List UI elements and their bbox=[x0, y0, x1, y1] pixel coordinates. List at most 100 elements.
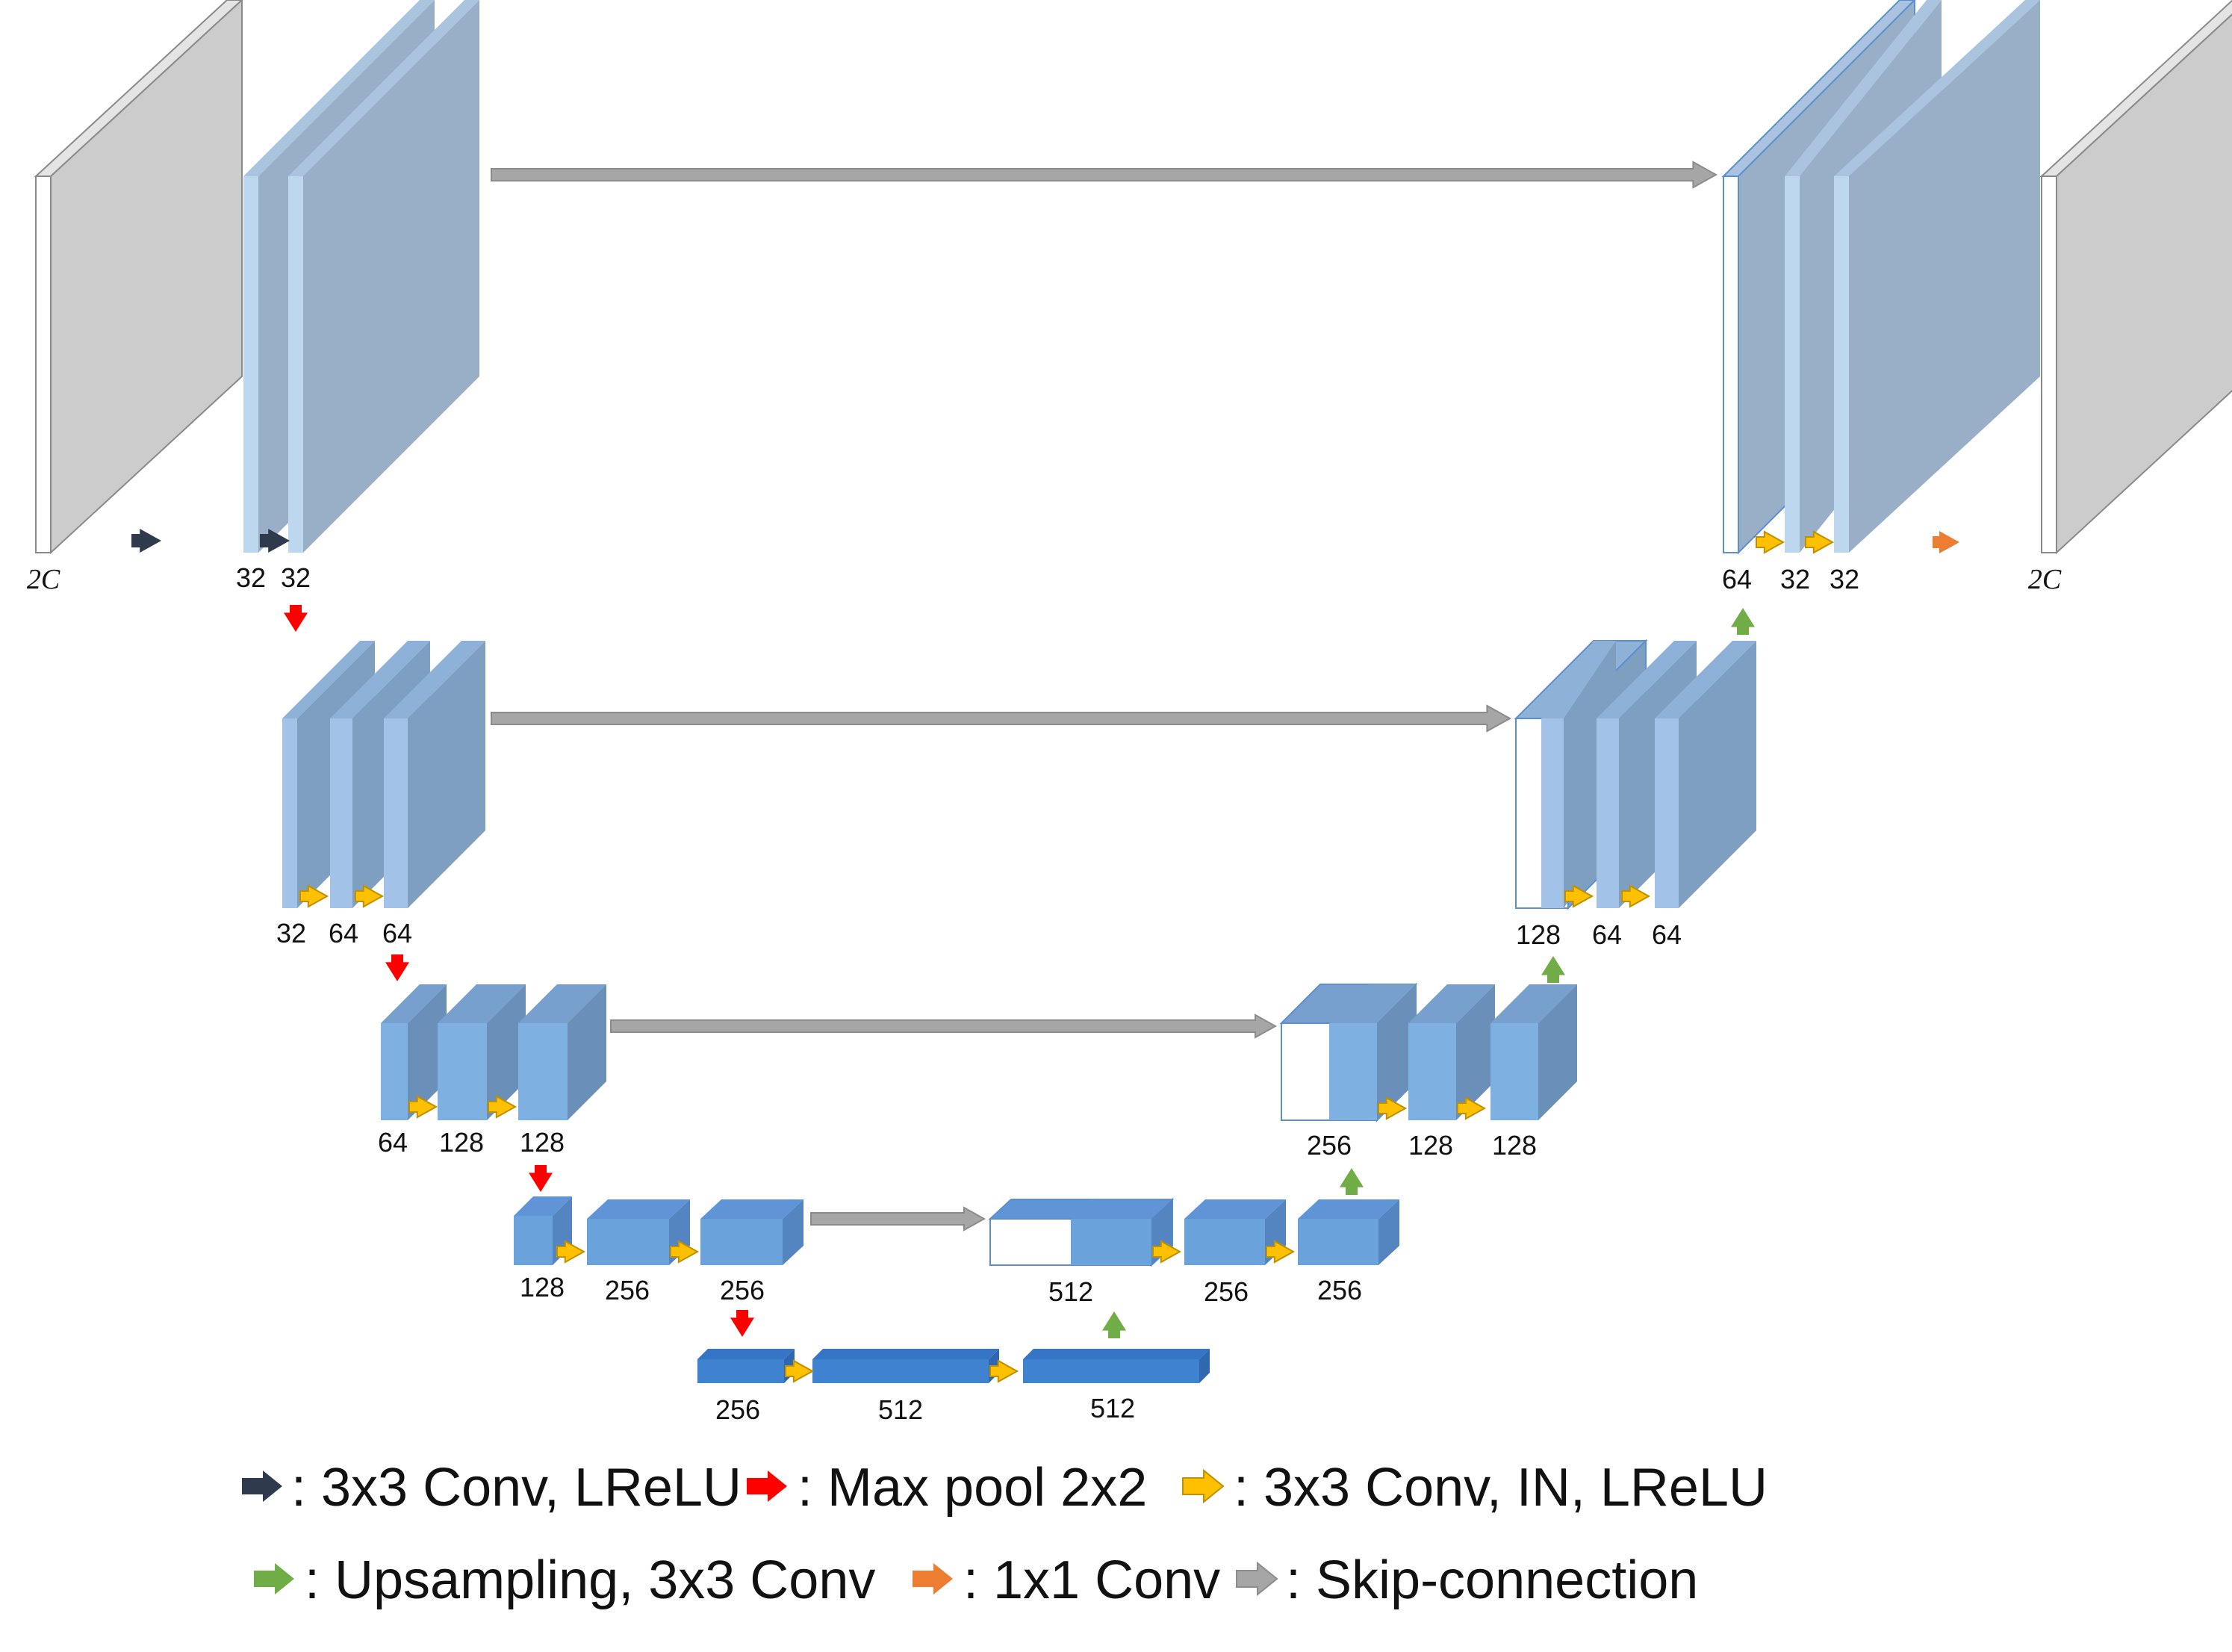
enc3-volume-a-top bbox=[381, 984, 447, 1023]
enc2-volume-a-front bbox=[282, 718, 297, 908]
channel-label-dec3-a: 256 bbox=[1307, 1130, 1352, 1161]
dec3-volume-concat-inner-front bbox=[1329, 1023, 1377, 1120]
dark-arrow-icon bbox=[242, 1471, 282, 1502]
channel-label-dec4-c: 256 bbox=[1317, 1275, 1362, 1305]
enc4-volume-b-top bbox=[587, 1199, 690, 1219]
channel-label-dec1-a: 64 bbox=[1722, 564, 1752, 594]
dec3-volume-c bbox=[1490, 984, 1577, 1120]
channel-label-enc3-c: 128 bbox=[520, 1127, 565, 1158]
legend-text-conv-lrelu: : 3x3 Conv, LReLU bbox=[291, 1458, 742, 1518]
dec3-volume-concat-inner-top bbox=[1329, 984, 1416, 1023]
dec2-volume-c bbox=[1655, 641, 1756, 908]
enc4-volume-c-top bbox=[700, 1199, 803, 1219]
enc2-volume-a-top bbox=[282, 641, 375, 718]
enc4-volume-c bbox=[700, 1199, 803, 1265]
legend-text-upsampling: : Upsampling, 3x3 Conv bbox=[305, 1550, 875, 1610]
enc2-volume-c-top bbox=[384, 641, 485, 718]
legend-text-conv-in-lrelu: : 3x3 Conv, IN, LReLU bbox=[1234, 1458, 1768, 1518]
enc3-volume-b-side bbox=[487, 984, 526, 1120]
dec2-volume-b-front bbox=[1597, 718, 1619, 908]
dark-conv-arrow-2 bbox=[260, 529, 290, 553]
feature-map-blocks bbox=[34, 0, 2232, 1383]
dec4-volume-c-side bbox=[1378, 1199, 1399, 1265]
channel-label-enc3-a: 64 bbox=[378, 1127, 408, 1158]
enc1-volume-a-top bbox=[243, 0, 435, 176]
channel-label-enc2-c: 64 bbox=[382, 918, 412, 948]
dec3-volume-b-top bbox=[1408, 984, 1495, 1023]
channel-label-enc2-b: 64 bbox=[329, 918, 358, 948]
enc4-volume-c-front bbox=[700, 1219, 783, 1265]
yellow-arrow-bott-b bbox=[989, 1359, 1019, 1383]
dec3-volume-b bbox=[1408, 984, 1495, 1120]
skip-connection-level1 bbox=[491, 161, 1718, 189]
enc4-volume-b-front bbox=[587, 1219, 669, 1265]
enc3-volume-c-top bbox=[518, 984, 606, 1023]
legend-icons bbox=[242, 1468, 1278, 1597]
channel-label-dec3-c: 128 bbox=[1492, 1130, 1537, 1161]
input-volume bbox=[34, 0, 243, 555]
maxpool-arrow-3 bbox=[529, 1165, 553, 1192]
upsample-arrow-4 bbox=[1731, 608, 1755, 635]
bott-volume-b bbox=[812, 1349, 999, 1383]
dec1-volume-c-front bbox=[1834, 176, 1849, 553]
channel-label-dec2-c: 64 bbox=[1652, 919, 1682, 950]
legend-text-maxpool: : Max pool 2x2 bbox=[798, 1458, 1147, 1518]
bott-volume-c-side bbox=[1199, 1349, 1210, 1383]
channel-label-enc4-b: 256 bbox=[605, 1275, 650, 1305]
channel-label-output: 2C bbox=[2028, 564, 2062, 595]
dec4-volume-concat-inner-top bbox=[1071, 1199, 1172, 1219]
legend: : 3x3 Conv, LReLU : Max pool 2x2 : 3x3 C… bbox=[242, 1458, 1768, 1610]
skip-connection-level2 bbox=[491, 704, 1512, 733]
yellow-arrow-enc2-a bbox=[299, 884, 329, 908]
enc3-volume-a-front bbox=[381, 1023, 408, 1120]
enc4-volume-c-side bbox=[783, 1199, 803, 1265]
dec1-volume-b-top bbox=[1785, 0, 1942, 176]
dec4-volume-concat-inner bbox=[1071, 1199, 1172, 1265]
enc3-volume-a bbox=[381, 984, 447, 1120]
channel-label-dec4-a: 512 bbox=[1048, 1276, 1093, 1307]
channel-label-input: 2C bbox=[27, 564, 60, 595]
enc3-volume-c bbox=[518, 984, 606, 1120]
enc2-volume-c-front bbox=[384, 718, 408, 908]
bott-volume-c-top bbox=[1023, 1349, 1210, 1359]
maxpool-arrow-1 bbox=[284, 605, 308, 632]
dec4-volume-b bbox=[1184, 1199, 1286, 1265]
dec4-volume-b-top bbox=[1184, 1199, 1286, 1219]
legend-text-1x1-conv: : 1x1 Conv bbox=[963, 1550, 1220, 1610]
yellow-arrow-bott-a bbox=[785, 1359, 815, 1383]
enc2-volume-b-top bbox=[330, 641, 430, 718]
dec3-volume-c-side bbox=[1538, 984, 1577, 1120]
dec2-volume-b-top bbox=[1597, 641, 1697, 718]
dec1-volume-b-front bbox=[1785, 176, 1800, 553]
enc4-volume-a-front bbox=[514, 1216, 553, 1265]
skip-connection-level4 bbox=[810, 1206, 986, 1232]
channel-label-enc1-a: 32 bbox=[236, 562, 266, 593]
dec3-volume-c-top bbox=[1490, 984, 1577, 1023]
enc1-volume-b-front bbox=[288, 176, 303, 553]
output-volume-front bbox=[2041, 176, 2057, 553]
channel-label-bott-c: 512 bbox=[1090, 1393, 1135, 1423]
enc3-volume-b-top bbox=[438, 984, 526, 1023]
yellow-arrow-icon bbox=[1182, 1468, 1225, 1504]
channel-label-enc2-a: 32 bbox=[276, 918, 306, 948]
channel-label-enc4-c: 256 bbox=[720, 1275, 765, 1305]
dec3-volume-concat-inner bbox=[1329, 984, 1416, 1120]
yellow-arrow-enc3-b bbox=[488, 1095, 517, 1119]
dec2-volume-c-side bbox=[1679, 641, 1756, 908]
enc1-volume-b-top bbox=[288, 0, 479, 176]
dec4-volume-concat-inner-front bbox=[1071, 1219, 1151, 1265]
yellow-arrow-enc4-b bbox=[670, 1240, 700, 1264]
dec3-volume-concat-inner-side bbox=[1377, 984, 1416, 1120]
bott-volume-b-top bbox=[812, 1349, 999, 1359]
dec2-volume-concat-inner-front bbox=[1541, 718, 1564, 908]
yellow-arrow-dec2-b bbox=[1621, 884, 1651, 908]
yellow-arrow-dec3-a bbox=[1378, 1096, 1408, 1120]
bott-volume-a-top bbox=[697, 1349, 795, 1359]
gray-arrow-icon bbox=[1236, 1561, 1278, 1597]
enc1-volume-a-front bbox=[243, 176, 258, 553]
dec3-volume-b-side bbox=[1456, 984, 1495, 1120]
enc1-volume-b bbox=[288, 0, 479, 553]
input-volume-front bbox=[35, 176, 52, 553]
upsample-arrow-3 bbox=[1541, 956, 1565, 983]
